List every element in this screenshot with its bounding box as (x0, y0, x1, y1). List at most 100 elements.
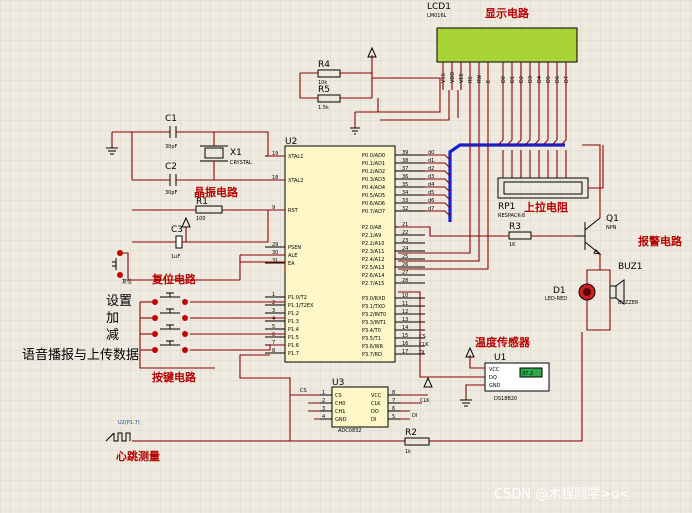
mcu-pin-name: P3.7/RD (362, 352, 382, 358)
ds18b20-wires (398, 291, 485, 400)
key-button-2[interactable] (140, 308, 188, 321)
lcd-pin-vss: VSS (441, 73, 447, 83)
mcu-pin-name: P2.4/A12 (362, 257, 384, 263)
pulse-source-signal[interactable]: U2(P1.7) (105, 420, 140, 442)
mcu-pin-num: 18 (272, 175, 278, 181)
mcu-pin-name: PSEN (288, 245, 301, 251)
adc-pin-name: GND (335, 417, 347, 423)
watermark: CSDN @木程同学>o< (494, 486, 630, 502)
alarm-output-wires (586, 269, 611, 331)
label-temp: 温度传感器 (475, 335, 531, 349)
u1-reading: 37.2 (522, 371, 533, 377)
mcu-pin-num: 30 (272, 250, 278, 256)
r3-ref: R3 (509, 222, 521, 232)
mcu-pin-num: 34 (402, 190, 408, 196)
d1-ref: D1 (553, 286, 566, 296)
mcu-pin-name: P0.3/AD3 (362, 177, 385, 183)
adc-pin-name: CH0 (335, 401, 345, 407)
lcd-screen (436, 27, 578, 63)
mcu-pin-num: 7 (272, 340, 275, 346)
mcu-pin-name: P0.2/AD2 (362, 169, 385, 175)
mcu-pin-name: P1.3 (288, 319, 299, 325)
lcd-bus-entry (560, 139, 567, 146)
label-voice: 语音播报与上传数据 (22, 347, 139, 363)
r5-value: 1.5k (318, 105, 329, 111)
mcu-pin-name: P3.6/WR (362, 344, 384, 350)
label-crystal: 晶振电路 (194, 185, 239, 199)
lcd-bus-entry (524, 139, 531, 146)
power-terminal-1 (367, 46, 377, 58)
mcu-pin-num: 21 (402, 222, 408, 228)
lcd-pin-d0: D0 (501, 76, 507, 83)
bus-entries (425, 154, 451, 217)
mcu-pin-num: 10 (402, 293, 408, 299)
r5-ref: R5 (318, 85, 330, 95)
mcu-pin-name: P0.6/AD6 (362, 201, 385, 207)
key-button-1[interactable] (140, 292, 188, 305)
lcd-bus-entry (533, 139, 540, 146)
power-terminal-3 (465, 346, 475, 358)
adc-wires (290, 394, 428, 420)
mcu-pin-num: 12 (402, 309, 408, 315)
crystal-wires (111, 131, 285, 181)
adc-pin-name: CLK (371, 401, 381, 407)
mcu-pin-name: P3.0/RXD (362, 296, 386, 302)
mcu-pin-num: 4 (272, 316, 275, 322)
net-di-mcu: DI (419, 350, 424, 356)
lcd-power-wires (380, 90, 459, 121)
mcu-pin-num: 5 (272, 324, 275, 330)
mcu-pin-name: P3.2/INT0 (362, 312, 386, 318)
adc-pin-name: DI (371, 417, 376, 423)
mcu-pin-num: 28 (402, 278, 408, 284)
buz1-ref: BUZ1 (618, 262, 643, 272)
mcu-pin-name: ALE (288, 253, 297, 259)
label-alarm: 报警电路 (638, 234, 683, 248)
rp1-ref: RP1 (498, 202, 515, 212)
key-button-4[interactable] (140, 340, 188, 353)
reset-button[interactable]: 复位 (112, 250, 132, 285)
q1-ref: Q1 (606, 214, 619, 224)
mcu-pin-num: 23 (402, 238, 408, 244)
r2-ref: R2 (405, 428, 417, 438)
key-ground-wire (139, 302, 215, 369)
c2-ref: C2 (165, 162, 177, 172)
x1-ref: X1 (230, 148, 242, 158)
mcu-pin-num: 2 (272, 300, 275, 306)
mcu-net-label: d0 (428, 150, 434, 156)
label-add: 加 (106, 311, 119, 326)
mcu-pin-num: 13 (402, 317, 408, 323)
mcu-pin-name: P1.5 (288, 335, 299, 341)
adc-pin-num: 4 (322, 414, 325, 420)
reset-key-label: 复位 (122, 278, 132, 285)
mcu-net-label: d7 (428, 206, 434, 212)
q1-wires (582, 144, 601, 270)
mcu-pin-name: P3.4/T0 (362, 328, 381, 334)
sensor-u1-ds18b20[interactable]: 37.2 VCC DQ GND U1 DS18B20 (484, 353, 550, 402)
lcd-pin-rs: RS (468, 76, 474, 83)
mcu-pin-name: P1.0/T2 (288, 295, 307, 301)
mcu-pin-name: P1.2 (288, 311, 299, 317)
mcu-net-label: d4 (428, 182, 434, 188)
led-d1[interactable]: D1 LED-RED (545, 283, 596, 302)
adc-pin-num: 5 (392, 414, 395, 420)
c3-value: 1uF (171, 254, 180, 260)
lcd-pin-rw: RW (477, 75, 483, 83)
u3-ref: U3 (332, 378, 344, 388)
net-cs-mcu: CS (419, 334, 426, 340)
adc-pin-name: DO (371, 409, 379, 415)
buzzer-buz1[interactable]: BUZ1 BUZZER (609, 262, 643, 306)
transistor-q1[interactable]: Q1 NPN (575, 214, 619, 255)
label-set: 设置 (106, 294, 132, 309)
mcu-pin-name: P0.4/AD4 (362, 185, 385, 191)
adc-pin-num: 7 (392, 398, 395, 404)
adc-pin-num: 3 (322, 406, 325, 412)
mcu-pin-name: P1.7 (288, 351, 299, 357)
r1-value: 100 (196, 216, 206, 222)
key-button-3[interactable] (140, 324, 188, 337)
